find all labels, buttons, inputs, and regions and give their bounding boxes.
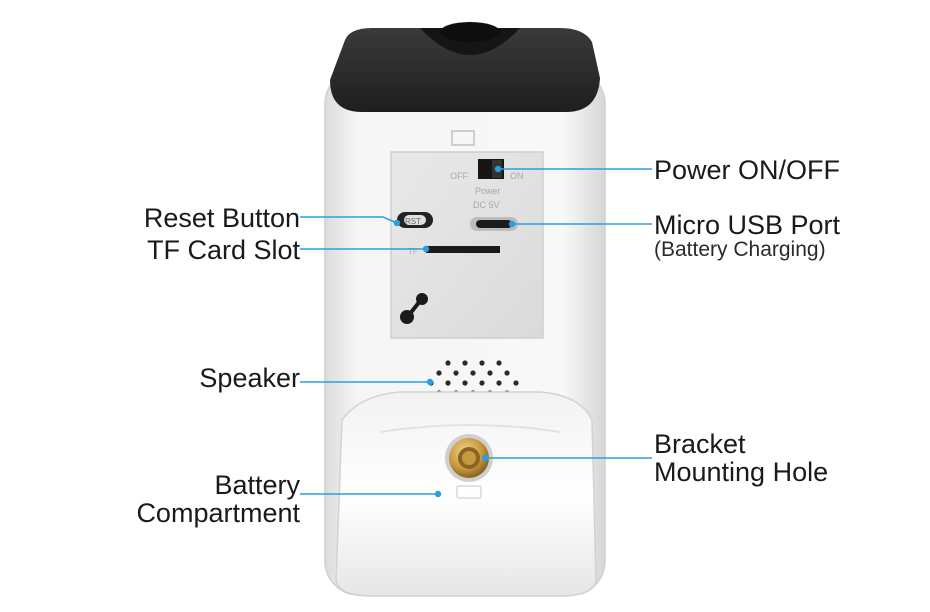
label-battery: Battery Compartment (136, 471, 300, 527)
callout-lines (300, 168, 652, 495)
battery-compartment (335, 391, 597, 597)
label-bracket-line2: Mounting Hole (654, 457, 829, 487)
bracket-mounting-hole (445, 434, 493, 482)
callout-dot-reset (393, 219, 401, 227)
label-tf: TF Card Slot (146, 235, 300, 265)
switch-on-marking: ON (510, 171, 524, 181)
callout-dots (393, 165, 516, 498)
label-usb-sub: (Battery Charging) (654, 238, 826, 261)
label-power: Power ON/OFF (654, 155, 841, 185)
rst-marking: RST (405, 217, 421, 226)
callout-line-reset (300, 216, 398, 224)
panel-clip-icon (400, 293, 428, 324)
micro-usb-port (470, 217, 518, 231)
power-marking: Power (475, 186, 501, 196)
label-bracket: Bracket Mounting Hole (654, 430, 828, 486)
tf-marking: TF (408, 247, 418, 256)
reset-button-hole (397, 212, 433, 228)
dc-marking: DC 5V (473, 200, 500, 210)
switch-off-marking: OFF (450, 171, 468, 181)
label-usb-main: Micro USB Port (654, 210, 841, 240)
label-battery-line2: Compartment (136, 498, 300, 528)
callout-dot-power (494, 165, 502, 173)
callout-dot-battery (434, 490, 442, 498)
callout-dot-tf (422, 245, 430, 253)
label-speaker: Speaker (199, 363, 300, 393)
label-bracket-line1: Bracket (654, 429, 746, 459)
tf-card-slot (426, 246, 500, 253)
battery-latch (456, 485, 482, 499)
camera-top-cap (330, 22, 600, 112)
callout-dot-speaker (426, 378, 434, 386)
label-battery-line1: Battery (214, 470, 300, 500)
callout-dot-usb (508, 220, 516, 228)
top-tab (451, 130, 475, 146)
label-usb: Micro USB Port (Battery Charging) (654, 211, 840, 261)
callout-dot-bracket (481, 454, 489, 462)
label-reset: Reset Button (143, 203, 300, 233)
